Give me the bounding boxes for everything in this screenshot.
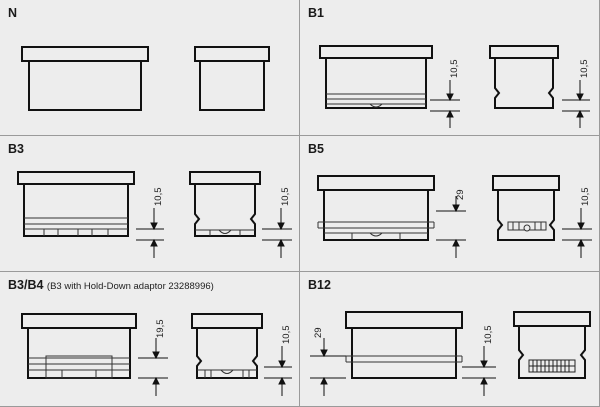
b3b4-front-lid [21, 313, 137, 329]
panel-b3b4-note: (B3 with Hold-Down adaptor 23288996) [46, 281, 214, 292]
panel-n: N [0, 0, 300, 136]
b1-side-dim-label: 10,5 [579, 60, 590, 79]
panel-b5-drawing: 29 10,5 [317, 175, 592, 258]
b3-front-body [23, 183, 129, 237]
b1-side-lid [489, 45, 559, 59]
b12-front-dim-label: 29 [313, 327, 324, 338]
panel-b1: 10,5 10,5 B1 [300, 0, 600, 136]
b1-front-body [325, 57, 427, 109]
b12-side-dim-label: 10,5 [483, 326, 494, 345]
n-front-lid [21, 46, 149, 62]
panel-b12: 29 10,5 [300, 272, 600, 407]
b3b4-side-dimension [264, 346, 292, 396]
b5-side-dim-label: 10,5 [580, 188, 591, 207]
panel-b12-drawing: 29 10,5 [310, 311, 591, 396]
b5-side-dimension [562, 208, 592, 258]
panel-n-drawing [21, 46, 270, 111]
b3b4-side-lid [191, 313, 263, 329]
n-side-lid [194, 46, 270, 62]
panel-b3: 10,5 10,5 B3 [0, 136, 300, 272]
n-side-body [199, 60, 265, 111]
panel-b3b4-title: B3/B4 (B3 with Hold-Down adaptor 2328899… [8, 278, 214, 292]
b1-front-dimension [430, 80, 460, 128]
b3b4-side-body [196, 328, 258, 379]
panel-b3-title: B3 [8, 142, 24, 156]
b3-side-lid [189, 171, 261, 185]
b3-side-dimension [262, 208, 292, 258]
b3-front-dim-label: 10,5 [153, 188, 164, 207]
b5-side-body [497, 190, 555, 241]
b5-front-dimension [436, 196, 466, 258]
b12-mid-dimension [462, 346, 496, 396]
panel-b3b4: 19,5 10,5 [0, 272, 300, 407]
b3-side-body [194, 184, 256, 237]
panel-b3b4-drawing: 19,5 10,5 [21, 313, 292, 396]
panel-b1-title: B1 [308, 6, 324, 20]
b12-front-lid [345, 311, 463, 329]
panel-b12-title: B12 [308, 278, 331, 292]
b3-front-lid [17, 171, 135, 185]
panel-b1-drawing: 10,5 10,5 [319, 45, 590, 128]
n-front-body [28, 60, 142, 111]
b1-side-body [494, 58, 554, 109]
b12-front-dimension [310, 338, 346, 396]
b3-front-dimension [136, 208, 164, 258]
b5-front-body [323, 189, 429, 241]
panel-b3-drawing: 10,5 10,5 [17, 171, 292, 258]
b12-side-body [518, 326, 586, 379]
b5-front-lid [317, 175, 435, 191]
b3b4-front-dimension [138, 338, 168, 396]
b1-front-dim-label: 10,5 [449, 60, 460, 79]
b3-side-dim-label: 10,5 [280, 188, 291, 207]
b5-side-lid [492, 175, 560, 191]
b3b4-front-dim-label: 19,5 [155, 320, 166, 339]
b12-side-lid [513, 311, 591, 327]
panel-b3b4-title-text: B3/B4 [8, 278, 44, 292]
panel-n-title: N [8, 6, 18, 20]
b5-front-dim-label: 29 [455, 189, 466, 200]
panel-b5: 29 10,5 B5 [300, 136, 600, 272]
b3b4-side-dim-label: 10,5 [281, 326, 292, 345]
b12-front-body [351, 327, 457, 379]
b1-side-dimension [562, 80, 590, 128]
panel-b5-title: B5 [308, 142, 324, 156]
b1-front-lid [319, 45, 433, 59]
